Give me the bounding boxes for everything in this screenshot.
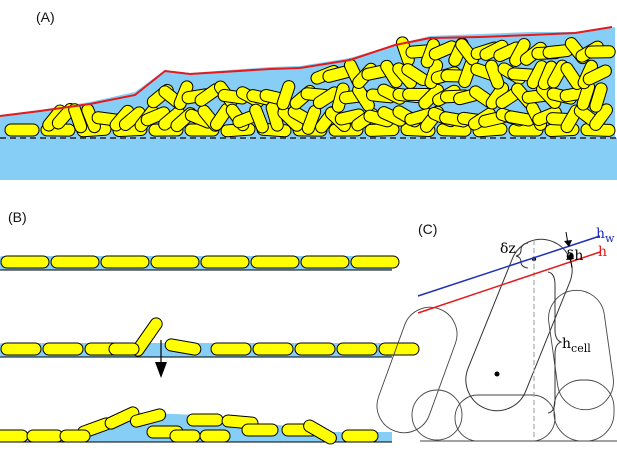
cell-row-1 (50, 255, 100, 269)
panel-b: (B) (0, 209, 420, 445)
colony-cells-a (4, 36, 616, 138)
h-w-label: hw (596, 226, 615, 245)
cell-row-2 (164, 338, 202, 356)
cell-row-2 (252, 342, 294, 356)
cell-c-3 (553, 379, 615, 442)
cell-row-3 (241, 423, 279, 437)
panel-c: (C) δz δh hw (376, 221, 617, 442)
colony-cell (140, 106, 171, 127)
cell-row-2 (294, 342, 336, 356)
colony-height-envelope (0, 26, 613, 117)
cell-c-5 (411, 389, 463, 441)
cell-row-3 (26, 429, 64, 443)
delta-h-label: δh (566, 248, 583, 264)
cell-row-2 (336, 342, 378, 356)
panel-a-label: (A) (36, 9, 55, 25)
cell-row-3 (341, 429, 379, 443)
neighbor-cells (376, 289, 615, 442)
focal-cell-body (465, 238, 573, 412)
colony-cell (589, 103, 613, 131)
cell-c-2 (454, 394, 556, 442)
cell-row-2 (210, 342, 252, 356)
panel-a: (A) (0, 9, 617, 180)
focal-cell-center (494, 371, 500, 377)
row-2 (0, 317, 420, 378)
cell-row-3 (59, 429, 91, 443)
colony-cell (584, 45, 616, 59)
cell-row-3 (303, 419, 337, 445)
height-line (417, 251, 601, 314)
row-3 (0, 406, 392, 445)
cells-row-2 (0, 317, 420, 357)
cell-row-1 (250, 255, 300, 269)
cell-row-3 (129, 408, 167, 428)
colony-cell (582, 64, 612, 86)
cell-row-2 (378, 342, 420, 356)
h-cell-label: hcell (562, 336, 591, 355)
cell-row-1 (100, 255, 150, 269)
cell-row-3 (199, 429, 231, 443)
down-triangle-arrow-icon (155, 362, 167, 378)
delta-z-label: δz (500, 241, 516, 257)
h-cell-brace-icon (547, 271, 563, 414)
cells-row-1 (0, 255, 400, 269)
cell-row-2 (108, 342, 140, 356)
panel-b-label: (B) (8, 209, 27, 225)
cell-row-1 (200, 255, 250, 269)
cells-row-3 (0, 406, 379, 445)
colony-cell (276, 80, 296, 111)
cell-row-2 (42, 342, 84, 356)
colony-cell (4, 123, 40, 137)
focal-cell (465, 238, 573, 412)
h-label: h (598, 244, 607, 260)
colony-cell (249, 103, 269, 134)
panel-c-label: (C) (418, 221, 437, 237)
delta-h-arrowhead-top-icon (564, 240, 572, 247)
row-1 (0, 255, 400, 271)
cell-row-1 (350, 255, 400, 269)
cell-row-1 (150, 255, 200, 269)
cell-row-1 (300, 255, 350, 269)
substrate-layer (0, 138, 617, 180)
cell-row-1 (0, 255, 50, 269)
delta-h-arrowhead-bottom-icon (566, 252, 574, 260)
cell-c-4 (548, 289, 614, 411)
water-height-line (417, 235, 601, 297)
colony-cell (589, 82, 608, 113)
delta-z-brace-icon (515, 242, 529, 269)
cell-c-1 (376, 306, 458, 434)
colony-cell (560, 62, 584, 90)
cell-row-3 (0, 429, 29, 443)
cell-row-2 (0, 342, 42, 356)
cell-row-3 (186, 413, 224, 427)
cell-row-3 (169, 429, 201, 443)
cell-row-3 (104, 406, 140, 430)
